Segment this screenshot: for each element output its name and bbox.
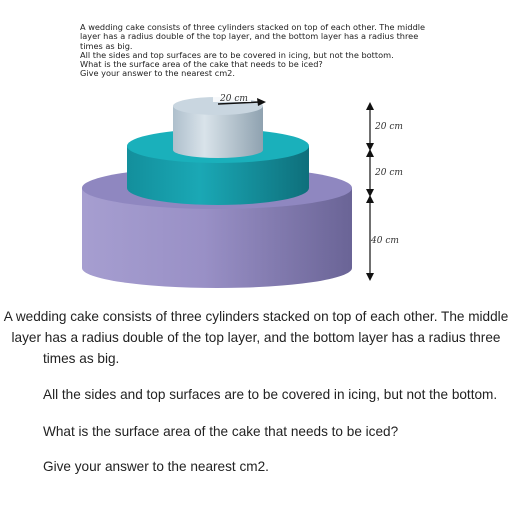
top-layer [173,97,263,158]
question-paragraph-3: What is the surface area of the cake tha… [43,424,399,439]
question-paragraph-2: All the sides and top surfaces are to be… [43,387,498,402]
question-line: times as big. [43,351,120,366]
header-line: layer has a radius double of the top lay… [80,31,419,42]
height-dimension-arrows [366,102,374,281]
header-line: times as big. [80,40,133,51]
header-line: A wedding cake consists of three cylinde… [80,22,426,32]
header-question-text: A wedding cake consists of three cylinde… [80,22,450,79]
question-paragraph-4: Give your answer to the nearest cm2. [43,459,269,474]
top-height-label: 20 cm [374,122,403,132]
header-line: All the sides and top surfaces are to be… [80,49,394,60]
question-body: A wedding cake consists of three cylinde… [0,306,512,369]
radius-label: 20 cm [219,94,248,104]
header-line: What is the surface area of the cake tha… [80,59,323,70]
question-paragraph-1: A wedding cake consists of three cylinde… [0,306,512,369]
header-line: Give your answer to the nearest cm2. [80,68,235,79]
cake-diagram: 20 cm 20 cm 20 cm 40 cm [82,92,403,288]
middle-height-label: 20 cm [374,168,403,178]
radius-arrow [217,98,266,106]
question-line: layer has a radius double of the top lay… [11,330,501,345]
question-line: A wedding cake consists of three cylinde… [3,309,509,324]
bottom-height-label: 40 cm [370,236,399,246]
